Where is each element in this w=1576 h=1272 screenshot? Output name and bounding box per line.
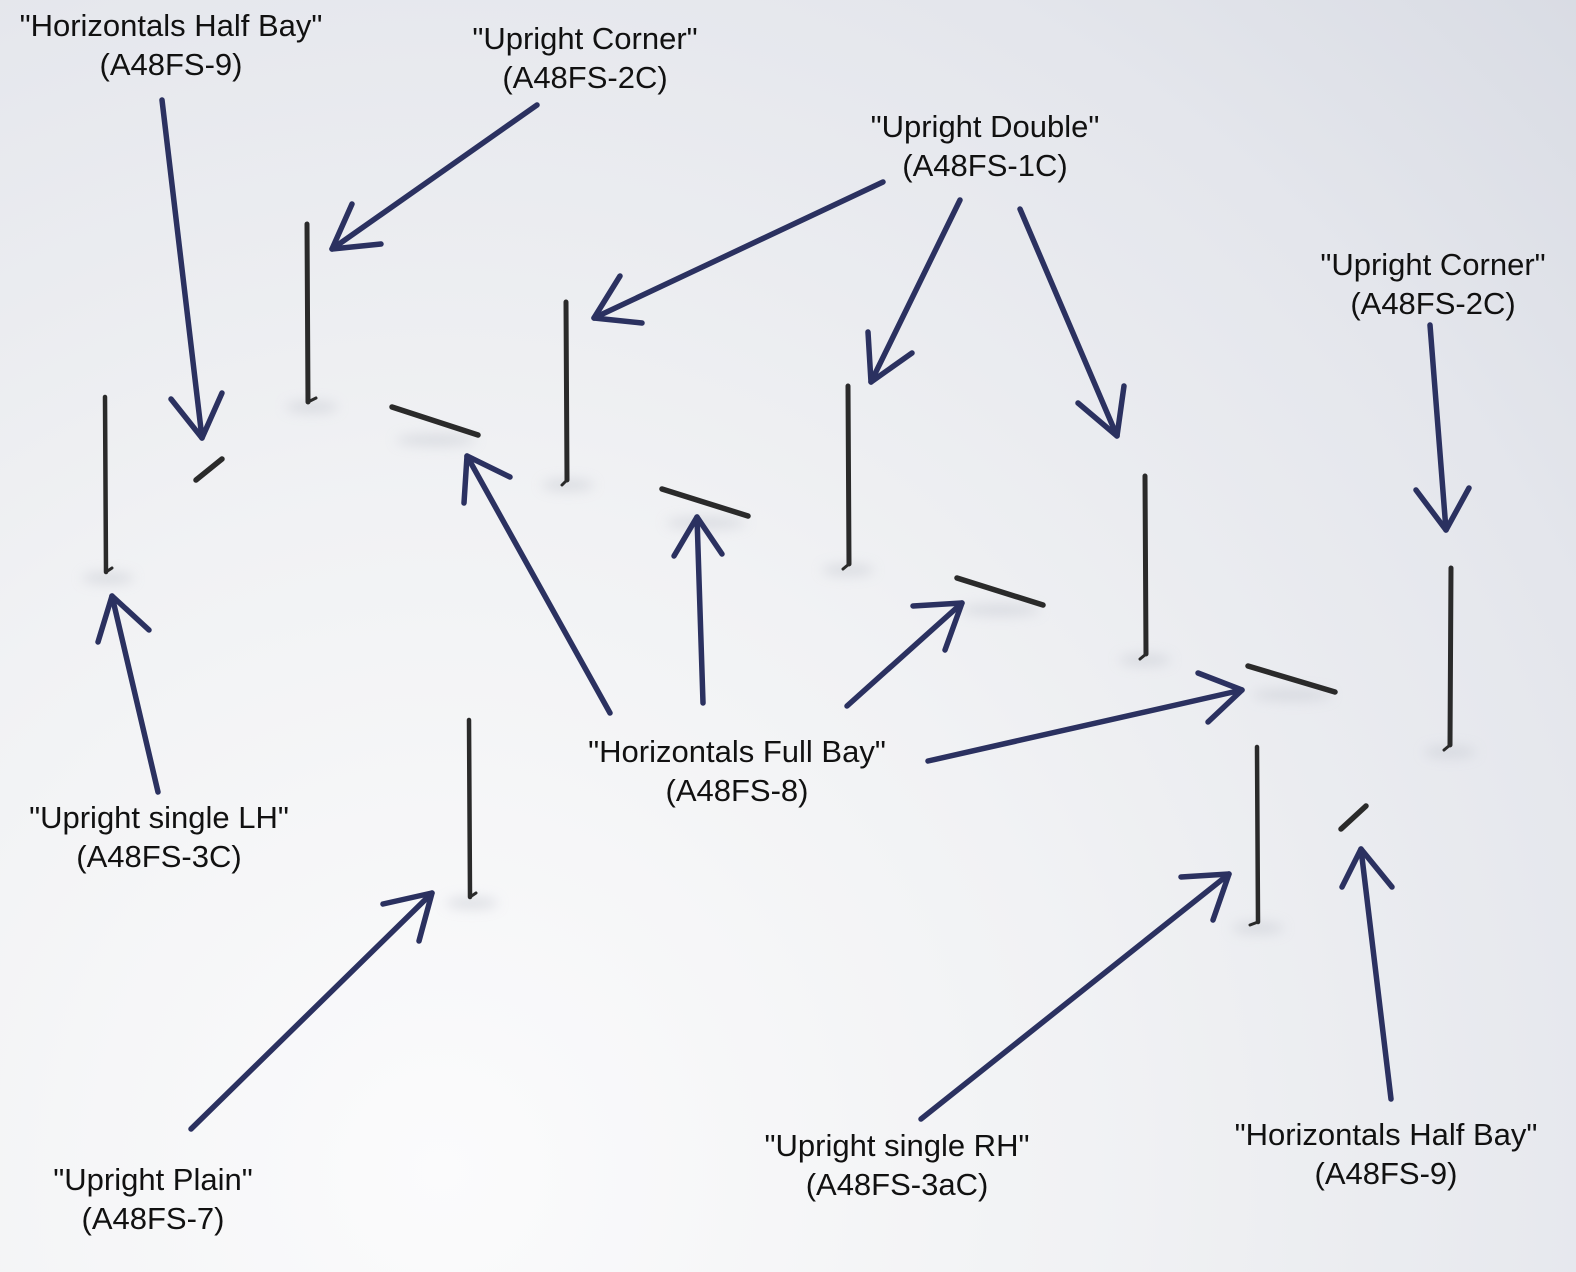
arrow-corner-top: [329, 102, 540, 252]
part-name: "Upright Double": [870, 109, 1100, 144]
part-code: (A48FS-9): [99, 47, 243, 82]
arrow-double-2: [865, 197, 963, 385]
upright-single-lh-part: [102, 394, 114, 575]
part-code: (A48FS-9): [1314, 1156, 1458, 1191]
horizontals: [193, 404, 1369, 832]
part-name: "Horizontals Full Bay": [588, 734, 886, 769]
upright-double-part-1: [560, 299, 570, 487]
arrow-half-bay-left: [159, 97, 225, 441]
ground-shadows: [82, 401, 1476, 934]
part-name: "Upright Corner": [1320, 247, 1546, 282]
horizontal-half-bay-part-right: [1338, 803, 1369, 832]
label-upright-corner-right: "Upright Corner" (A48FS-2C): [1320, 245, 1545, 323]
arrow-half-bay-right: [1339, 846, 1395, 1102]
arrow-full-bay-1: [461, 453, 613, 716]
horizontal-full-bay-part-3: [954, 575, 1046, 608]
part-code: (A48FS-3C): [76, 839, 242, 874]
part-name: "Upright Plain": [53, 1162, 253, 1197]
label-upright-plain: "Upright Plain" (A48FS-7): [53, 1160, 253, 1238]
upright-double-part-2: [841, 383, 852, 571]
arrow-full-bay-2: [671, 514, 725, 706]
label-upright-single-lh: "Upright single LH" (A48FS-3C): [29, 798, 289, 876]
arrow-plain: [188, 890, 435, 1132]
part-code: (A48FS-2C): [1350, 286, 1516, 321]
part-code: (A48FS-8): [665, 773, 809, 808]
label-horizontals-half-bay-bottom-right: "Horizontals Half Bay" (A48FS-9): [1235, 1115, 1538, 1193]
part-name: "Horizontals Half Bay": [1234, 1117, 1538, 1152]
horizontal-full-bay-part-1: [389, 404, 481, 438]
horizontal-half-bay-part-left: [193, 456, 225, 483]
label-horizontals-full-bay: "Horizontals Full Bay" (A48FS-8): [588, 732, 886, 810]
upright-single-rh-part: [1248, 744, 1261, 927]
horizontal-full-bay-part-4: [1245, 663, 1338, 695]
label-upright-single-rh: "Upright single RH" (A48FS-3aC): [765, 1126, 1030, 1204]
upright-corner-part-top: [304, 221, 318, 405]
part-code: (A48FS-7): [81, 1201, 225, 1236]
part-code: (A48FS-2C): [502, 60, 668, 95]
part-code: (A48FS-1C): [902, 148, 1068, 183]
arrow-full-bay-4: [925, 670, 1245, 764]
part-name: "Horizontals Half Bay": [19, 8, 323, 43]
label-upright-corner-top: "Upright Corner" (A48FS-2C): [472, 19, 697, 97]
part-name: "Upright single LH": [29, 800, 289, 835]
upright-corner-part-right: [1442, 565, 1454, 752]
part-code: (A48FS-3aC): [805, 1167, 989, 1202]
arrow-double-3: [1017, 206, 1127, 439]
arrow-corner-right: [1413, 322, 1472, 533]
upright-plain-part: [466, 717, 478, 900]
arrow-single-lh: [95, 593, 161, 795]
horizontal-full-bay-part-2: [659, 486, 751, 519]
part-name: "Upright Corner": [472, 21, 698, 56]
arrow-single-rh: [918, 871, 1232, 1122]
upright-double-part-3: [1138, 473, 1149, 661]
label-horizontals-half-bay-top-left: "Horizontals Half Bay" (A48FS-9): [20, 6, 323, 84]
arrow-full-bay-3: [844, 600, 965, 709]
arrow-double-1: [591, 179, 886, 326]
uprights: [102, 221, 1454, 927]
leader-arrows: [95, 97, 1472, 1132]
part-name: "Upright single RH": [764, 1128, 1030, 1163]
label-upright-double: "Upright Double" (A48FS-1C): [871, 107, 1100, 185]
